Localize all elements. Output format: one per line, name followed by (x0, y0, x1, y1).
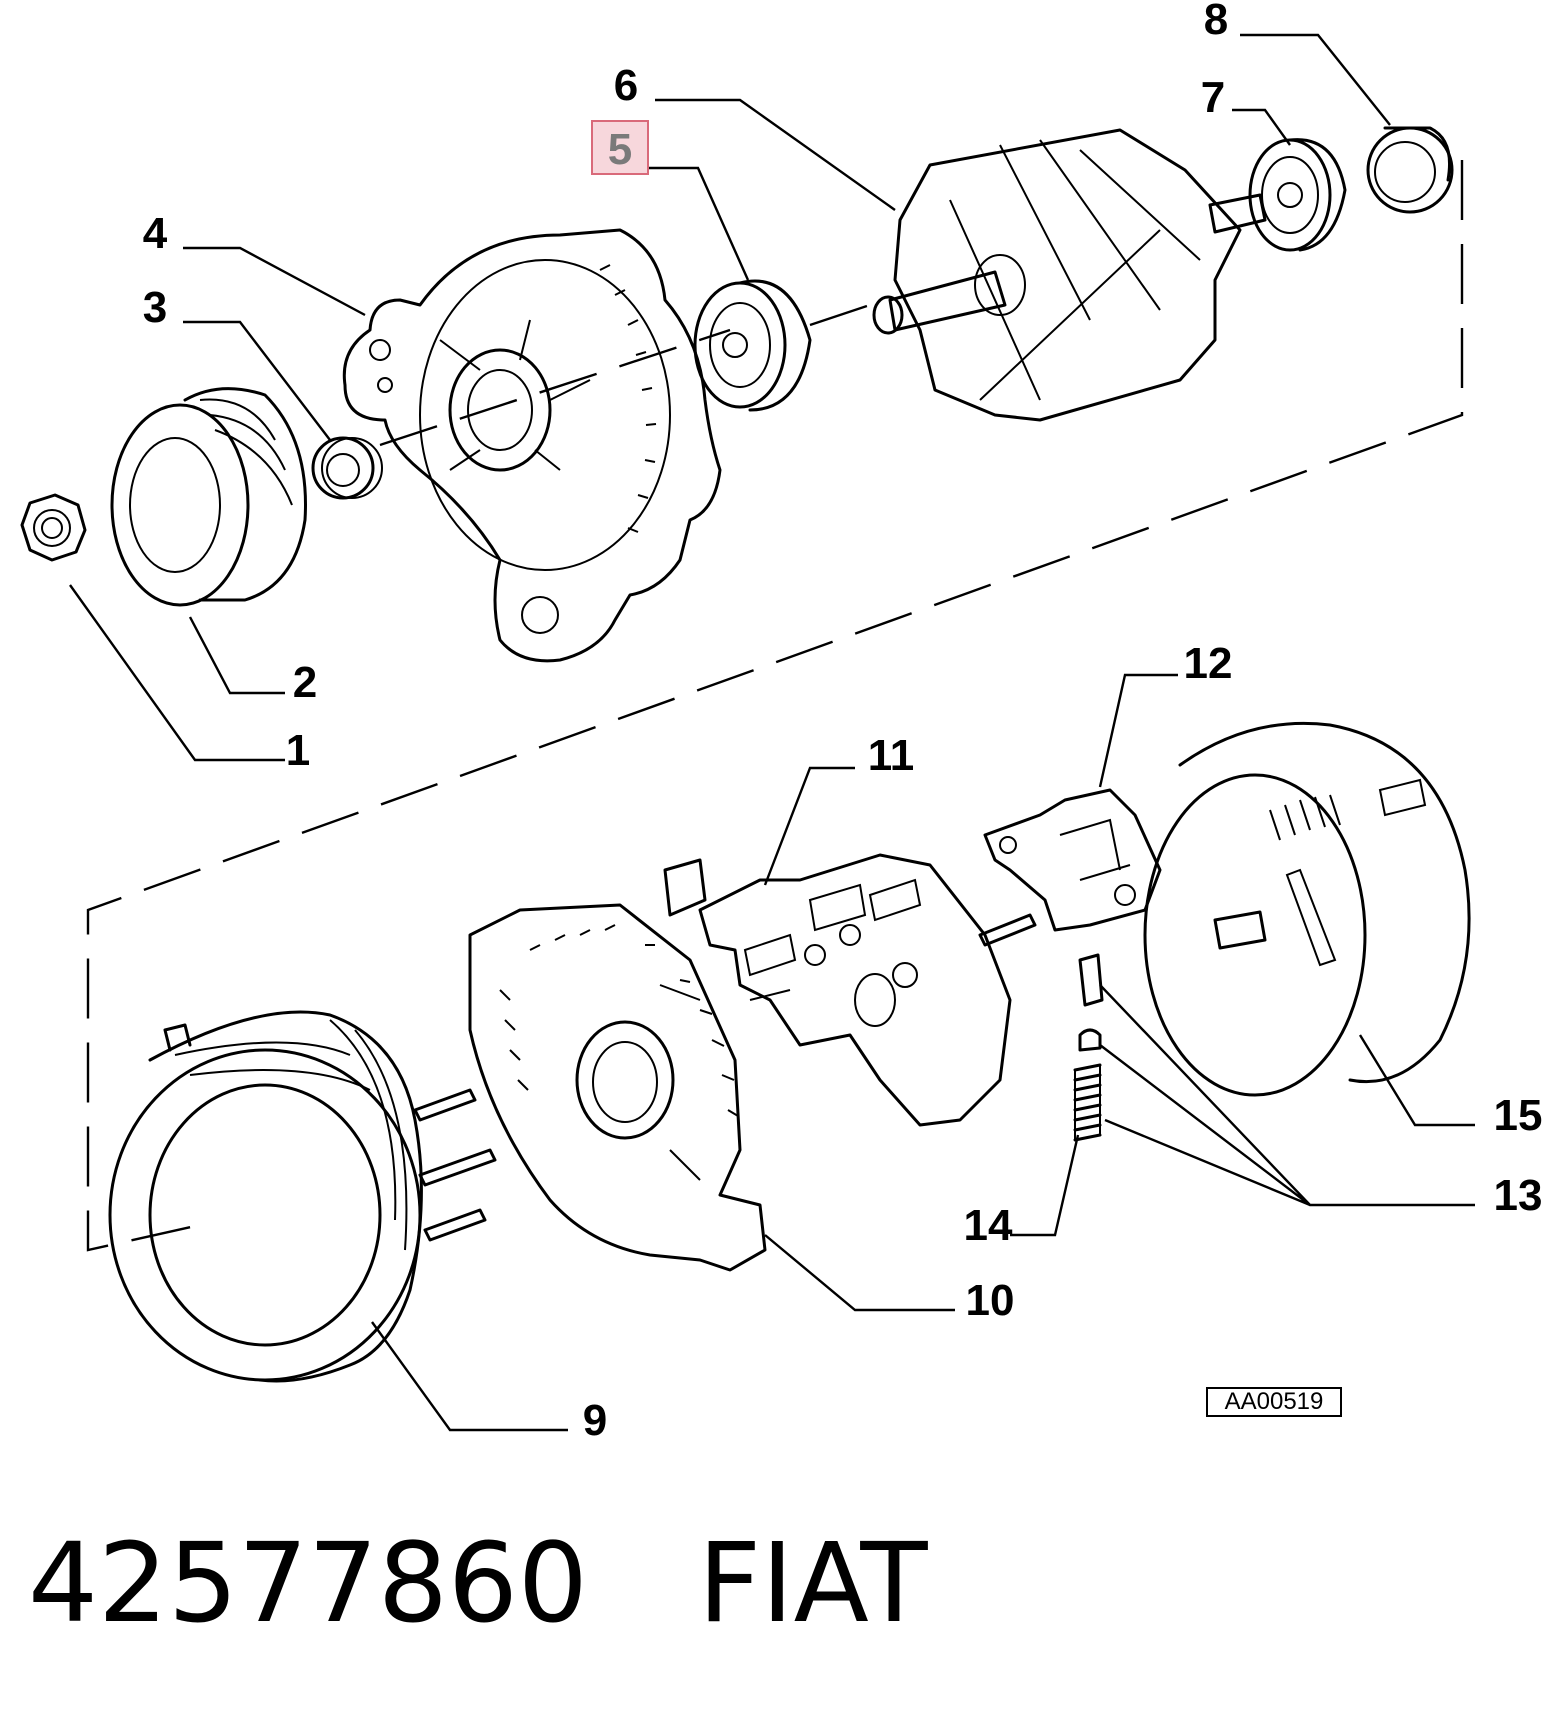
axis-line-upper (379, 303, 871, 447)
callout-14[interactable]: 14 (964, 1201, 1013, 1250)
callout-1[interactable]: 1 (286, 726, 310, 775)
part-brand: FIAT (697, 1519, 928, 1647)
voltage-regulator-part (983, 788, 1162, 932)
nut-part (20, 493, 87, 562)
bearing-cap-part (1366, 126, 1454, 214)
axis-line-frame (86, 160, 1464, 1252)
leader-11 (763, 766, 855, 886)
callout-15[interactable]: 15 (1494, 1091, 1543, 1140)
rectifier-part (663, 853, 1037, 1127)
callout-13[interactable]: 13 (1494, 1171, 1543, 1220)
callout-12[interactable]: 12 (1184, 639, 1233, 688)
spacer-ring-part (311, 436, 383, 500)
callout-10[interactable]: 10 (966, 1276, 1015, 1325)
leader-3 (183, 320, 331, 441)
leader-14 (1010, 1134, 1080, 1237)
leader-1 (69, 584, 285, 762)
rotor-part (872, 128, 1267, 422)
pulley-part (110, 387, 307, 607)
callout-9[interactable]: 9 (583, 1396, 607, 1445)
bearing-rear-part (1248, 138, 1347, 252)
leader-9 (371, 1321, 568, 1432)
callout-5[interactable]: 5 (608, 125, 632, 174)
callout-2[interactable]: 2 (293, 658, 317, 707)
callout-3[interactable]: 3 (143, 283, 167, 332)
part-number: 42577860 (28, 1519, 588, 1647)
leader-10 (764, 1234, 955, 1312)
callout-5-highlight (591, 120, 649, 175)
callout-7[interactable]: 7 (1201, 73, 1225, 122)
leader-15 (1358, 1034, 1475, 1127)
rear-housing-part (468, 903, 767, 1272)
stator-part (108, 1010, 497, 1383)
leader-7 (1232, 108, 1291, 146)
callout-11[interactable]: 11 (868, 731, 915, 780)
callout-8[interactable]: 8 (1204, 0, 1228, 44)
leader-8 (1240, 33, 1391, 126)
leader-6 (655, 98, 896, 211)
leader-2 (188, 616, 285, 695)
leader-4 (183, 246, 366, 317)
callout-4[interactable]: 4 (143, 209, 168, 258)
rear-cover-part (1143, 721, 1471, 1097)
leader-13 (1099, 984, 1475, 1207)
front-housing-part (342, 228, 722, 663)
diagram-reference-code: AA00519 (1206, 1387, 1342, 1417)
leader-5 (648, 166, 750, 281)
bearing-front-part (693, 279, 812, 412)
leader-12 (1098, 673, 1178, 788)
callout-6[interactable]: 6 (614, 61, 638, 110)
brush-spring-set-part (1073, 953, 1104, 1142)
part-info: 42577860 FIAT (28, 1508, 928, 1658)
